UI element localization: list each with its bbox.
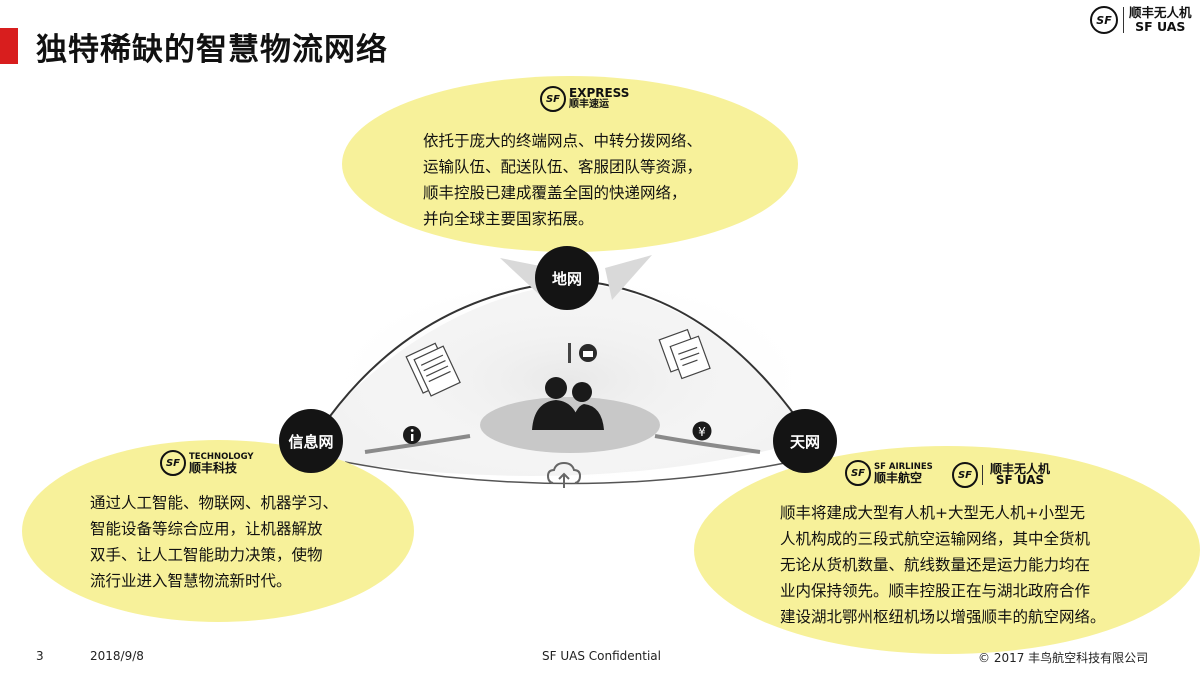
text-line: 并向全球主要国家拓展。 bbox=[423, 210, 594, 228]
node-ground-network: 地网 bbox=[535, 246, 599, 310]
arrow-shape-right bbox=[605, 255, 652, 300]
brand-divider bbox=[1123, 7, 1124, 33]
info-network-bubble bbox=[22, 440, 414, 622]
brand-text: 顺丰无人机 SF UAS bbox=[1129, 6, 1192, 34]
text-line: 依托于庞大的终端网点、中转分拨网络、 bbox=[423, 132, 703, 150]
sf-logo-icon: SF bbox=[1090, 6, 1118, 34]
text-line: 智能设备等综合应用，让机器解放 bbox=[90, 520, 323, 538]
page-number: 3 bbox=[36, 649, 44, 663]
documents-icon bbox=[405, 342, 461, 397]
footer-date: 2018/9/8 bbox=[90, 649, 144, 663]
sf-technology-logo-icon: SF bbox=[160, 450, 186, 476]
arc-left bbox=[319, 281, 561, 431]
footer-copyright: © 2017 丰鸟航空科技有限公司 bbox=[978, 651, 1149, 665]
text-line: 通过人工智能、物联网、机器学习、 bbox=[90, 494, 339, 512]
text-line: 业内保持领先。顺丰控股正在与湖北政府合作 bbox=[780, 582, 1091, 600]
sf-technology-logo: SF TECHNOLOGY 顺丰科技 bbox=[160, 450, 254, 476]
sf-uas-logo: SF 顺丰无人机 SF UAS bbox=[952, 462, 1050, 488]
node-info-network: 信息网 bbox=[279, 409, 343, 473]
sf-express-logo-cn: 顺丰速运 bbox=[569, 99, 609, 110]
text-line: 建设湖北鄂州枢纽机场以增强顺丰的航空网络。 bbox=[780, 608, 1106, 626]
sf-express-logo-en: EXPRESS bbox=[569, 86, 630, 100]
calendar-icon bbox=[579, 344, 597, 362]
arc-bottom bbox=[344, 461, 791, 485]
cloud-upload-icon bbox=[546, 461, 582, 488]
brand-logo: SF 顺丰无人机 SF UAS bbox=[1090, 6, 1192, 34]
track-right bbox=[654, 434, 761, 454]
footer-confidential: SF UAS Confidential bbox=[542, 649, 661, 663]
text-line: 双手、让人工智能助力决策，使物 bbox=[90, 546, 323, 564]
sf-uas-logo-divider bbox=[982, 465, 983, 485]
text-line: 顺丰控股已建成覆盖全国的快递网络， bbox=[423, 184, 687, 202]
people-icon bbox=[532, 377, 604, 430]
sf-airlines-logo-cn: 顺丰航空 bbox=[874, 471, 923, 485]
sf-airlines-logo-icon: SF bbox=[845, 460, 871, 486]
sky-network-bubble bbox=[694, 446, 1200, 654]
info-network-text: 通过人工智能、物联网、机器学习、 智能设备等综合应用，让机器解放 双手、让人工智… bbox=[90, 490, 338, 594]
text-line: 无论从货机数量、航线数量还是运力能力均在 bbox=[780, 556, 1091, 574]
title-accent-bar bbox=[0, 28, 18, 64]
sf-airlines-logo-en: SF AIRLINES bbox=[874, 462, 933, 472]
node-sky-network: 天网 bbox=[773, 409, 837, 473]
sf-express-logo-icon: SF bbox=[540, 86, 566, 112]
sf-technology-logo-en: TECHNOLOGY bbox=[189, 452, 254, 462]
track-left bbox=[364, 434, 471, 454]
brand-name-cn: 顺丰无人机 bbox=[1129, 5, 1192, 20]
ground-network-text: 依托于庞大的终端网点、中转分拨网络、 运输队伍、配送队伍、客服团队等资源， 顺丰… bbox=[423, 128, 702, 232]
arc-right bbox=[589, 281, 813, 441]
sf-express-logo: SF EXPRESS 顺丰速运 bbox=[540, 86, 629, 112]
info-icon bbox=[403, 426, 421, 444]
text-line: 流行业进入智慧物流新时代。 bbox=[90, 572, 292, 590]
sf-airlines-logo: SF SF AIRLINES 顺丰航空 bbox=[845, 460, 933, 486]
sky-network-text: 顺丰将建成大型有人机+大型无人机+小型无 人机构成的三段式航空运输网络，其中全货… bbox=[780, 500, 1106, 630]
yen-icon: ¥ bbox=[692, 421, 712, 441]
sf-uas-logo-en: SF UAS bbox=[995, 473, 1045, 487]
sf-technology-logo-cn: 顺丰科技 bbox=[189, 461, 238, 475]
text-line: 人机构成的三段式航空运输网络，其中全货机 bbox=[780, 530, 1091, 548]
ground-network-bubble bbox=[342, 76, 798, 252]
sf-uas-logo-cn: 顺丰无人机 bbox=[990, 462, 1051, 476]
text-line: 顺丰将建成大型有人机+大型无人机+小型无 bbox=[780, 504, 1085, 522]
brand-name-en: SF UAS bbox=[1135, 19, 1186, 34]
sf-uas-logo-icon: SF bbox=[952, 462, 978, 488]
page-title: 独特稀缺的智慧物流网络 bbox=[36, 32, 388, 68]
papers-icon bbox=[658, 328, 711, 380]
text-line: 运输队伍、配送队伍、客服团队等资源， bbox=[423, 158, 703, 176]
svg-text:¥: ¥ bbox=[698, 425, 706, 439]
center-tick bbox=[568, 343, 571, 363]
